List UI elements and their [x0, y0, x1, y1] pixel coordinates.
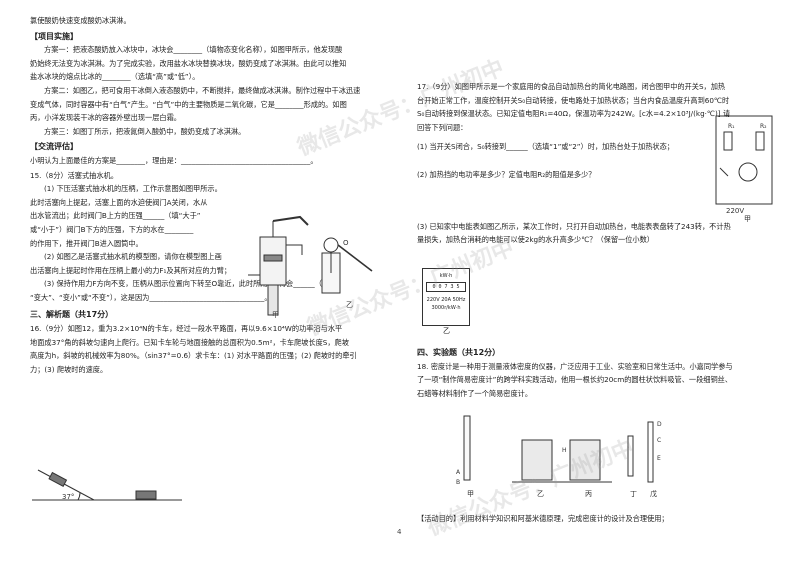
text-line: 17.（9分）如图甲所示是一个家庭用的食品自动加热台的简化电路图，闭合图甲中的开…: [417, 82, 726, 91]
pivot-label: O: [343, 239, 349, 247]
section-heading: 【项目实施】: [30, 31, 78, 41]
text-line: 量损失，加热台消耗的电能可以使2kg的水升高多少℃？（保留一位小数）: [417, 235, 654, 245]
text-line: 高度为h，斜坡的机械效率为80%。（sin37°=0.6）求卡车：(1) 对水平…: [30, 351, 357, 361]
svg-text:R₁: R₁: [728, 123, 735, 130]
text-line: 丙，小洋发现装干冰的容器外壁出现一层白霜。: [30, 113, 181, 123]
text-line: 的作用下，推开阀门B进入圆筒中。: [30, 238, 143, 248]
figure-label: 甲: [272, 311, 279, 319]
point-label: B: [456, 479, 460, 486]
text-line: 盐水冰块的熔点比冰的________（选填“高”或“低”）。: [30, 72, 200, 82]
text-line: (3) 已知家中电能表如图乙所示，某次工作时，只打开自动加热台，电能表表盘转了2…: [417, 221, 731, 231]
text-line: 此时活塞向上提起，活塞上面的水迫使阀门A关闭，水从: [30, 197, 208, 207]
left-column: 氯使酸奶快速变成酸奶冰淇淋。 【项目实施】 方案一：把液态酸奶放入冰块中，冰块会…: [30, 14, 395, 376]
right-column: 17.（9分）如图甲所示是一个家庭用的食品自动加热台的简化电路图，闭合图甲中的开…: [417, 80, 779, 247]
section-heading: 四、实验题（共12分）: [417, 348, 501, 357]
text-line: 力；(3) 爬坡时的速度。: [30, 364, 108, 374]
section-heading: 三、解析题（共17分）: [30, 310, 114, 320]
text-line: 了一项“制作简易密度计”的跨学科实践活动，他用一根长约20cm的圆柱状饮料吸管、…: [417, 375, 733, 385]
text-line: “变大”、“变小”或“不变”），这是因为____________________…: [30, 292, 272, 302]
text-line: 18. 密度计是一种用于测量液体密度的仪器，广泛应用于工业、实验室和日常生活中。…: [417, 361, 733, 371]
text-line: (1) 当开关S闭合，S₀转接到______（选填“1”或“2”）时，加热台处于…: [417, 142, 674, 152]
angle-label: 37°: [62, 493, 74, 501]
text-line: 方案一：把液态酸奶放入冰块中，冰块会________（填物态变化名称），如图甲所…: [44, 45, 343, 55]
figure-label: 乙: [443, 327, 450, 335]
svg-text:R₂: R₂: [760, 123, 767, 130]
point-label: D: [657, 421, 662, 428]
text-line: 或“小于”）阀门B下方的压强，下方的水在________: [30, 224, 194, 234]
voltage-label: 220V: [726, 207, 744, 215]
point-label: A: [456, 469, 461, 476]
right-column-bottom: 【活动目的】利用材料学知识和阿基米德原理，完成密度计的设计及合理使用；: [417, 512, 779, 526]
meter-spec: 3000r/kW·h: [431, 305, 461, 311]
meter-unit: kW·h: [439, 273, 453, 279]
question-15-title: 15.（8分）活塞式抽水机。: [30, 170, 118, 180]
text-line: S₀自动转接到保温状态。已知定值电阻R₁=40Ω，保温功率为242W。[c水=4…: [417, 109, 731, 119]
slope-figure: 37°: [32, 469, 182, 501]
meter-reading: 0 0 7 3 5: [426, 282, 466, 292]
figure-label: 丙: [585, 490, 592, 498]
circuit-figure: R₁ R₂ 220V 甲: [715, 115, 773, 222]
point-label: C: [657, 437, 661, 444]
figure-label: 戊: [650, 489, 657, 498]
point-label: H: [562, 447, 567, 454]
figure-label: 甲: [744, 215, 751, 222]
figure-label: 丁: [630, 490, 637, 498]
text-line: 出活塞向上提起时作用在压柄上最小的力F₁及其所对应的力臂；: [30, 265, 232, 275]
point-label: E: [657, 455, 661, 462]
text-line: (2) 如图乙是活塞式抽水机的模型图，请你在模型图上画: [44, 252, 222, 262]
figure-label: 乙: [537, 490, 544, 498]
text-line: 方案二：如图乙，把可食用干冰倒入液态酸奶中，不断搅拌，最终做成冰淇淋。制作过程中…: [44, 85, 361, 95]
pump-figure: 甲 O 乙: [248, 215, 373, 319]
right-column-lower: 四、实验题（共12分） 18. 密度计是一种用于测量液体密度的仪器，广泛应用于工…: [417, 344, 779, 400]
figure-label: 乙: [346, 301, 353, 309]
text-line: (2) 加热挡的电功率是多少？定值电阻R₂的阻值是多少？: [417, 169, 596, 179]
text-line: 地面成37°角的斜坡匀速向上爬行。已知卡车轮与地面接触的总面积为0.5m²，卡车…: [30, 337, 349, 347]
text-line: 台开始正常工作，温度控制开关S₀自动转接，使电路处于加热状态；当台内食品温度升高…: [417, 95, 730, 105]
electricity-meter: kW·h 0 0 7 3 5 220V 20A 50Hz 3000r/kW·h: [422, 268, 470, 326]
text-line: 方案三：如图丁所示，把液氮倒入酸奶中，酸奶变成了冰淇淋。: [44, 126, 246, 136]
section-heading: 【交流评估】: [30, 142, 78, 152]
text-line: 奶始终无法变为冰淇淋。为了完成实验，改用盐水冰块替换冰块，酸奶变成了冰淇淋。由此…: [30, 58, 347, 68]
text-line: (3) 保持作用力F方向不变，压柄从图示位置向下转至O靠近，此时所用力F将会__…: [44, 279, 330, 289]
text-line: 【活动目的】利用材料学知识和阿基米德原理，完成密度计的设计及合理使用；: [417, 514, 669, 523]
page-number: 4: [397, 528, 402, 536]
text-line: (1) 下压活塞式抽水机的压柄，工作示意图如图甲所示。: [44, 184, 222, 194]
text-line: 变成气体，同时容器中有“白气”产生。“白气”中的主要物质是二氧化碳，它是____…: [30, 99, 347, 109]
text-line: 回答下列问题：: [417, 122, 468, 132]
hydrometer-figure: 甲 乙 丙 丁 戊 D C E H AB: [456, 415, 662, 498]
text-line: 出水管流出；此时阀门B上方的压强______（填“大于”: [30, 211, 201, 221]
text-line: 氯使酸奶快速变成酸奶冰淇淋。: [30, 16, 131, 25]
meter-spec: 220V 20A 50Hz: [426, 297, 466, 303]
text-line: 石蜡等材料制作了一个简易密度计。: [417, 388, 533, 398]
text-line: 16.（9分）如图12，重为3.2×10⁴N的卡车，经过一段水平路面，再以9.6…: [30, 324, 343, 334]
text-line: 小明认为上面最佳的方案是________，理由是：_______________…: [30, 155, 318, 165]
figure-label: 甲: [467, 490, 474, 498]
